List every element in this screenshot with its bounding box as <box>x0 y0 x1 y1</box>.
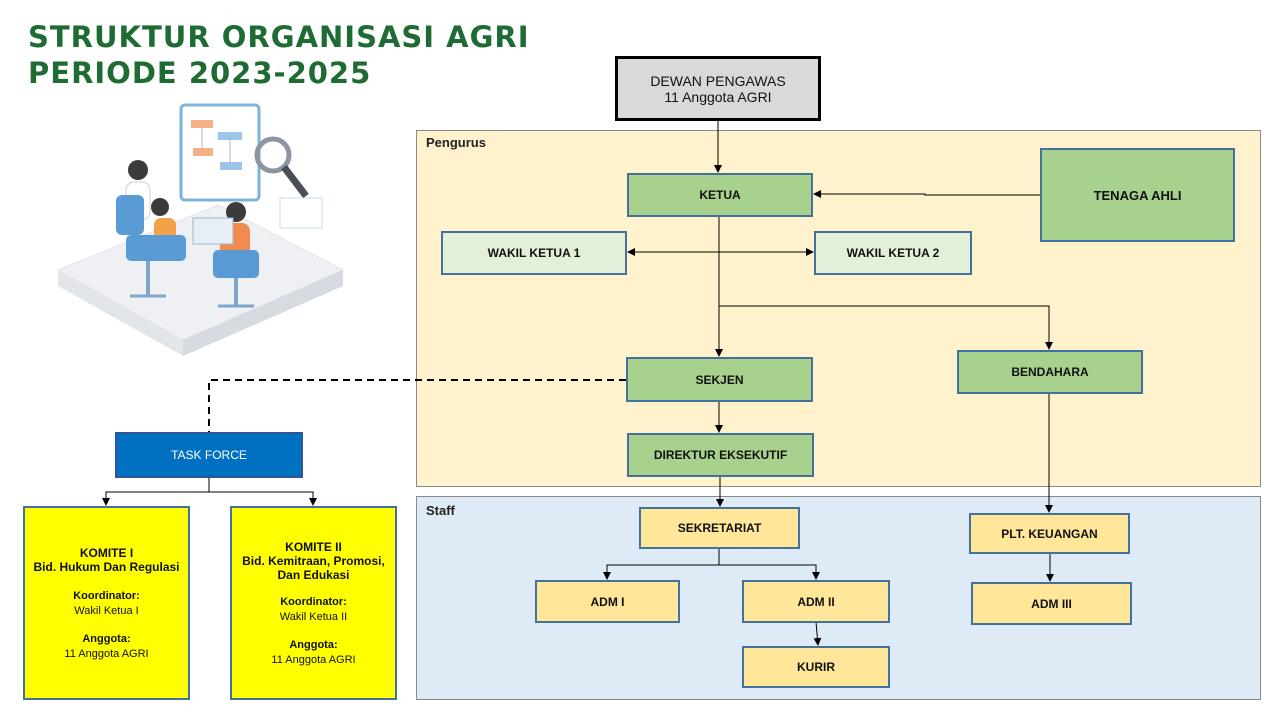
chart-title-line2: PERIODE 2023-2025 <box>28 56 372 90</box>
sekjen-box: SEKJEN <box>626 357 813 402</box>
komite-1-field: Bid. Hukum Dan Regulasi <box>33 560 180 574</box>
wakil-ketua-1-box: WAKIL KETUA 1 <box>441 231 627 275</box>
komite-2-koordinator-label: Koordinator: <box>280 596 347 608</box>
line-sekretariat-adm1 <box>603 549 720 580</box>
adm-3-box: ADM III <box>971 582 1132 625</box>
sekretariat-box: SEKRETARIAT <box>639 507 800 549</box>
adm-2-box: ADM II <box>742 580 890 623</box>
dewan-pengawas-members: 11 Anggota AGRI <box>664 88 772 105</box>
line-adm2-kurir <box>813 621 822 646</box>
line-taskforce-komite1 <box>102 477 210 506</box>
line-ketua-bendahara <box>719 305 1053 350</box>
pengurus-panel-label: Pengurus <box>426 135 486 150</box>
komite-2-koordinator-value: Wakil Ketua II <box>279 611 348 623</box>
ketua-box: KETUA <box>627 173 813 217</box>
komite-2-title: KOMITE II <box>285 540 342 554</box>
komite-1-koordinator-label: Koordinator: <box>73 590 140 602</box>
komite-1-anggota-label: Anggota: <box>82 633 131 645</box>
dewan-pengawas-box: DEWAN PENGAWAS 11 Anggota AGRI <box>615 56 821 121</box>
komite-1-box: KOMITE I Bid. Hukum Dan Regulasi Koordin… <box>23 506 190 700</box>
line-sekjen-taskforce-dashed <box>208 379 626 432</box>
tenaga-ahli-box: TENAGA AHLI <box>1040 148 1235 242</box>
dewan-pengawas-title: DEWAN PENGAWAS <box>650 72 786 89</box>
task-force-box: TASK FORCE <box>115 432 303 478</box>
adm-1-box: ADM I <box>535 580 680 623</box>
staff-panel-label: Staff <box>426 503 455 518</box>
wakil-ketua-2-box: WAKIL KETUA 2 <box>814 231 972 275</box>
direktur-eksekutif-box: DIREKTUR EKSEKUTIF <box>627 433 814 477</box>
komite-2-anggota-value: 11 Anggota AGRI <box>271 654 356 666</box>
line-sekretariat-adm2 <box>719 564 820 580</box>
komite-1-koordinator-value: Wakil Ketua I <box>74 605 139 617</box>
komite-2-field-line2: Dan Edukasi <box>277 568 350 582</box>
line-taskforce-komite2 <box>209 491 317 506</box>
komite-1-title: KOMITE I <box>79 546 134 560</box>
bendahara-box: BENDAHARA <box>957 350 1143 394</box>
chart-title-line1: STRUKTUR ORGANISASI AGRI <box>28 20 530 54</box>
line-tenaga-ketua <box>813 190 1040 198</box>
komite-2-field-line1: Bid. Kemitraan, Promosi, <box>242 554 385 568</box>
kurir-box: KURIR <box>742 646 890 688</box>
plt-keuangan-box: PLT. KEUANGAN <box>969 513 1130 554</box>
komite-2-box: KOMITE II Bid. Kemitraan, Promosi, Dan E… <box>230 506 397 700</box>
team-meeting-illustration-icon <box>56 103 345 356</box>
komite-2-anggota-label: Anggota: <box>289 639 338 651</box>
komite-1-anggota-value: 11 Anggota AGRI <box>64 648 149 660</box>
